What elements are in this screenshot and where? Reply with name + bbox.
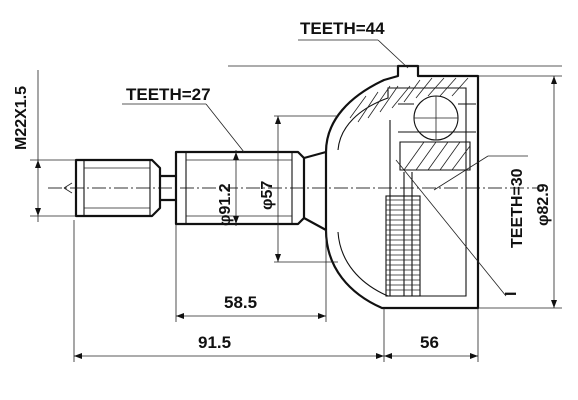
dim-shaft-length bbox=[175, 224, 327, 322]
dim-shaft-diameter bbox=[233, 150, 239, 226]
seat-diameter-label: φ57 bbox=[259, 181, 276, 210]
bell-length-label: 56 bbox=[420, 333, 439, 352]
leader-part-mark bbox=[395, 159, 507, 297]
dim-total-length bbox=[73, 220, 479, 362]
leader-outer-teeth bbox=[298, 39, 409, 69]
part-mark-label: I bbox=[503, 292, 520, 296]
shaft-teeth-label: TEETH=27 bbox=[126, 85, 211, 104]
leader-inner-teeth bbox=[433, 155, 528, 191]
outer-teeth-label: TEETH=44 bbox=[300, 19, 385, 38]
thread-label: M22X1.5 bbox=[13, 86, 30, 150]
dim-thread bbox=[30, 70, 76, 222]
shaft-neck bbox=[158, 174, 178, 202]
shaft-diameter-label: φ91.2 bbox=[217, 183, 234, 226]
total-length-label: 91.5 bbox=[198, 333, 231, 352]
outer-diameter-label: φ82.9 bbox=[535, 183, 552, 226]
abs-ring bbox=[385, 195, 421, 297]
ball-cage bbox=[398, 95, 476, 296]
inner-teeth-label: TEETH=30 bbox=[509, 168, 526, 248]
splined-shaft bbox=[174, 150, 306, 226]
bell-neck bbox=[302, 150, 328, 232]
shaft-length-label: 58.5 bbox=[224, 293, 257, 312]
outer-bell bbox=[324, 64, 480, 310]
dim-outer-diameter bbox=[228, 65, 562, 309]
dim-seat-diameter bbox=[274, 115, 338, 263]
leader-shaft-teeth bbox=[122, 103, 245, 153]
